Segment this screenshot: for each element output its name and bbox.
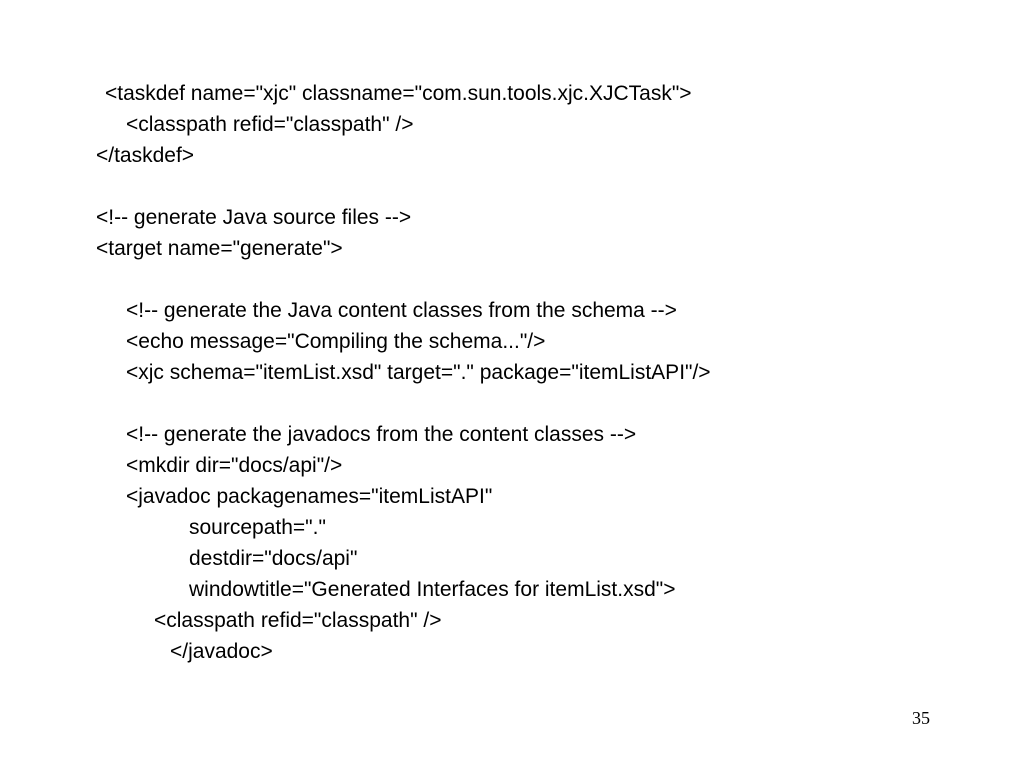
code-line-17: windowtitle="Generated Interfaces for it… [189,578,676,601]
code-line-9: <echo message="Compiling the schema..."/… [126,330,546,353]
code-line-5: <!-- generate Java source files --> [96,206,412,229]
code-line-2: <classpath refid="classpath" /> [126,113,414,136]
code-line-1: <taskdef name="xjc" classname="com.sun.t… [105,82,692,105]
code-line-12: <!-- generate the javadocs from the cont… [126,423,637,446]
code-line-10: <xjc schema="itemList.xsd" target="." pa… [126,361,711,384]
code-line-15: sourcepath="." [189,516,326,539]
code-line-6: <target name="generate"> [96,237,343,260]
code-line-16: destdir="docs/api" [189,547,358,570]
code-line-3: </taskdef> [96,144,195,167]
code-line-14: <javadoc packagenames="itemListAPI" [126,485,493,508]
code-line-18: <classpath refid="classpath" /> [154,609,442,632]
code-line-13: <mkdir dir="docs/api"/> [126,454,343,477]
page-number: 35 [912,708,930,728]
code-line-19: </javadoc> [170,640,273,663]
code-line-8: <!-- generate the Java content classes f… [126,299,677,322]
